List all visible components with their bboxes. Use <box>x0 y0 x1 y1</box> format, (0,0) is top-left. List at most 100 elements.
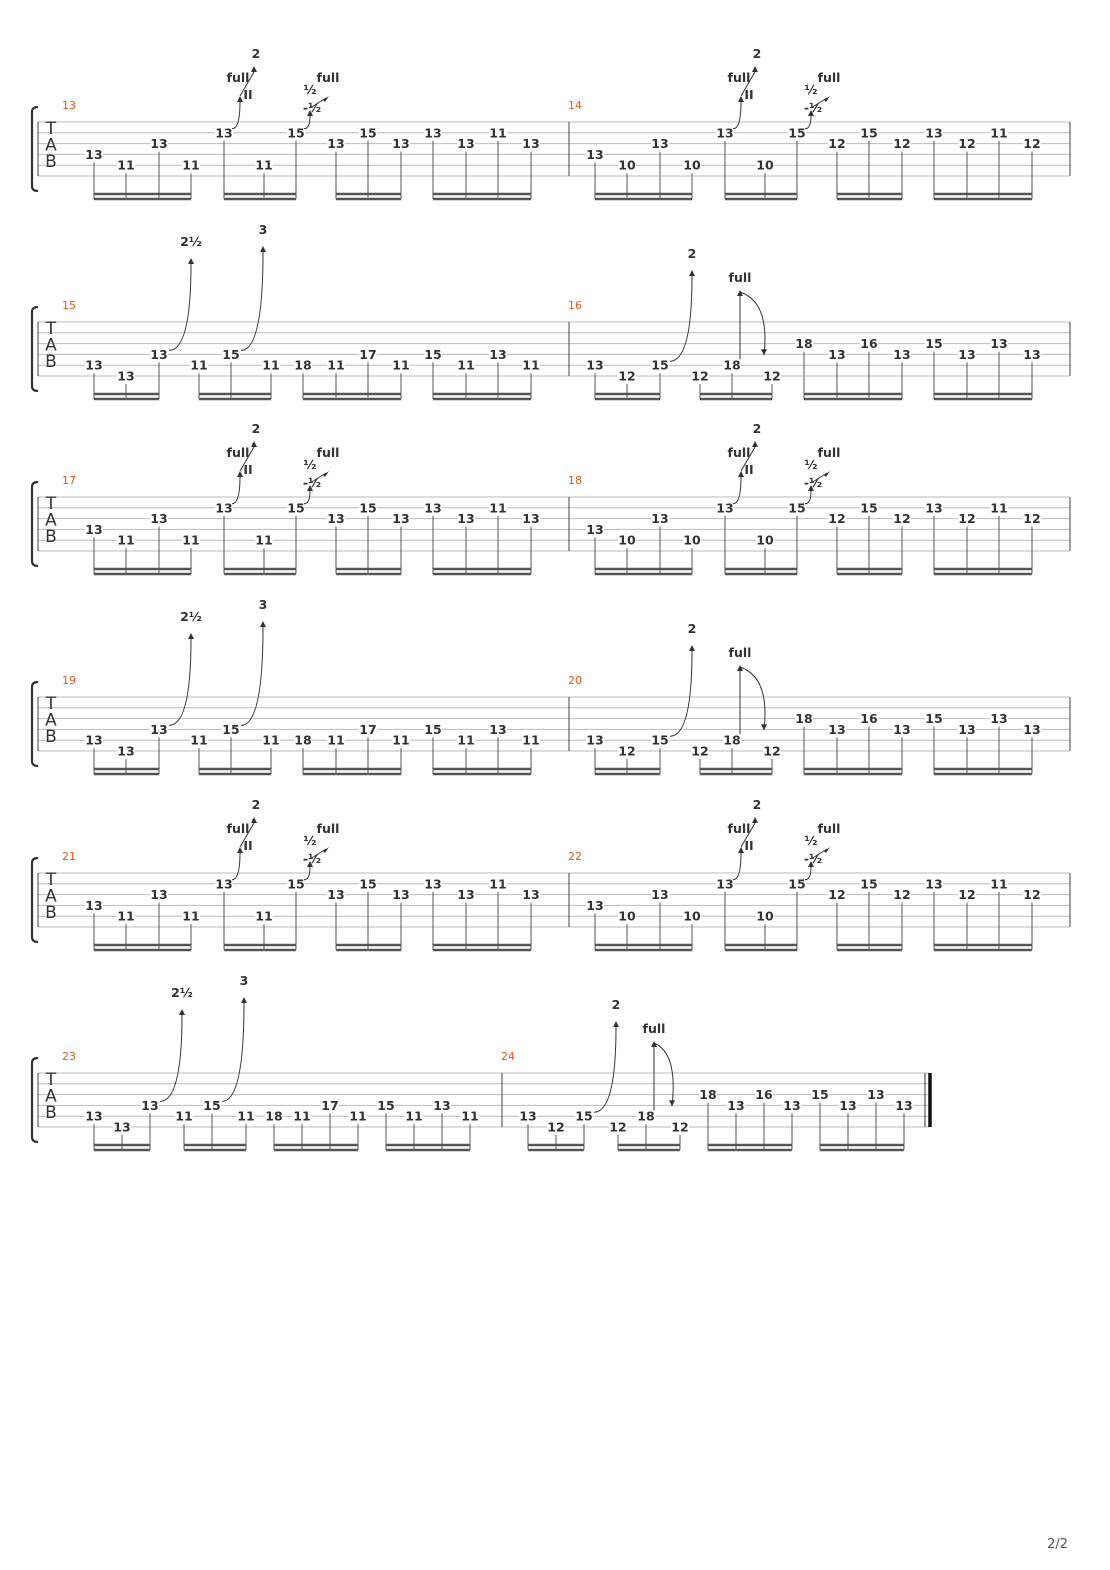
fret-number: 13 <box>392 136 409 151</box>
fret-number: 11 <box>293 1109 310 1124</box>
fret-number: 13 <box>522 136 539 151</box>
fret-mask <box>424 876 442 889</box>
fret-mask <box>828 347 846 360</box>
fret-mask <box>489 125 507 138</box>
fret-number: 11 <box>117 909 134 924</box>
bend-arrowhead <box>251 66 257 72</box>
fret-mask <box>150 887 168 900</box>
fret-mask <box>424 125 442 138</box>
fret-mask <box>392 887 410 900</box>
staff-bracket <box>30 105 39 193</box>
fret-mask <box>958 887 976 900</box>
tab-clef-letter: T <box>45 319 57 339</box>
fret-mask <box>85 522 103 535</box>
fret-number: 11 <box>327 358 344 373</box>
bend-release-mark: -½ <box>804 851 822 866</box>
fret-mask <box>958 136 976 149</box>
bend-curve <box>303 490 311 505</box>
bend-arrowhead <box>808 110 814 116</box>
fret-mask <box>294 358 312 371</box>
fret-number: 13 <box>117 744 134 759</box>
fret-mask <box>150 347 168 360</box>
bend-arrowhead <box>738 471 744 477</box>
fret-mask <box>117 369 135 381</box>
tab-clef-letter: T <box>45 494 57 514</box>
bend-arrowhead <box>808 485 814 491</box>
fret-mask <box>763 369 781 381</box>
fret-number: 11 <box>182 909 199 924</box>
fret-mask <box>683 158 701 171</box>
bend-amount: 2 <box>688 621 697 636</box>
fret-number: 11 <box>990 876 1007 891</box>
fret-number: 13 <box>651 887 668 902</box>
release-curve <box>653 1042 674 1107</box>
fret-mask <box>117 909 135 922</box>
fret-number: 12 <box>618 744 635 759</box>
bend-arrowhead <box>738 847 744 853</box>
fret-number: 12 <box>763 369 780 384</box>
fret-mask <box>321 1098 339 1111</box>
bend-release-mark: II <box>243 462 252 477</box>
fret-mask <box>392 358 410 371</box>
fret-number: 16 <box>860 711 878 726</box>
fret-number: 11 <box>405 1109 422 1124</box>
fret-number: 15 <box>651 733 668 748</box>
fret-mask <box>85 1109 103 1122</box>
fret-number: 17 <box>359 347 376 362</box>
fret-number: 13 <box>958 347 975 362</box>
bend-amount: 2 <box>753 421 762 436</box>
fret-number: 10 <box>618 909 636 924</box>
fret-number: 13 <box>586 147 603 162</box>
fret-number: 13 <box>327 136 344 151</box>
fret-mask <box>359 347 377 360</box>
fret-mask <box>990 336 1008 349</box>
bend-curve <box>239 71 255 97</box>
fret-number: 12 <box>893 887 910 902</box>
fret-number: 12 <box>763 744 780 759</box>
bend-amount: full <box>317 821 340 836</box>
fret-number: 13 <box>117 369 134 384</box>
fret-mask <box>893 347 911 360</box>
fret-number: 13 <box>327 887 344 902</box>
bend-release-mark: II <box>243 87 252 102</box>
fret-number: 11 <box>349 1109 366 1124</box>
fret-mask <box>489 500 507 513</box>
bend-arrowhead <box>651 1041 657 1047</box>
bend-arrowhead <box>260 246 266 252</box>
fret-number: 13 <box>1023 347 1040 362</box>
bend-arrowhead <box>179 1009 185 1015</box>
fret-mask <box>893 136 911 149</box>
fret-mask <box>651 887 669 900</box>
fret-mask <box>990 125 1008 138</box>
fret-mask <box>255 909 273 922</box>
fret-number: 16 <box>860 336 878 351</box>
fret-mask <box>828 511 846 524</box>
fret-mask <box>716 500 734 513</box>
bend-amount: full <box>227 821 250 836</box>
measure-number: 14 <box>568 99 582 112</box>
fret-number: 10 <box>683 158 701 173</box>
fret-number: 11 <box>237 1109 254 1124</box>
fret-mask <box>405 1109 423 1122</box>
fret-number: 10 <box>683 909 701 924</box>
bend-arrowhead <box>824 96 830 102</box>
fret-mask <box>860 500 878 513</box>
fret-mask <box>359 876 377 889</box>
fret-number: 11 <box>182 158 199 173</box>
bend-curve <box>303 115 311 130</box>
fret-mask <box>327 358 345 371</box>
bend-arrowhead <box>260 621 266 627</box>
fret-number: 11 <box>392 358 409 373</box>
fret-mask <box>294 733 312 746</box>
fret-number: 13 <box>424 500 441 515</box>
fret-mask <box>683 909 701 922</box>
fret-number: 13 <box>893 347 910 362</box>
fret-number: 13 <box>716 876 733 891</box>
fret-number: 13 <box>990 711 1007 726</box>
fret-number: 13 <box>150 722 167 737</box>
